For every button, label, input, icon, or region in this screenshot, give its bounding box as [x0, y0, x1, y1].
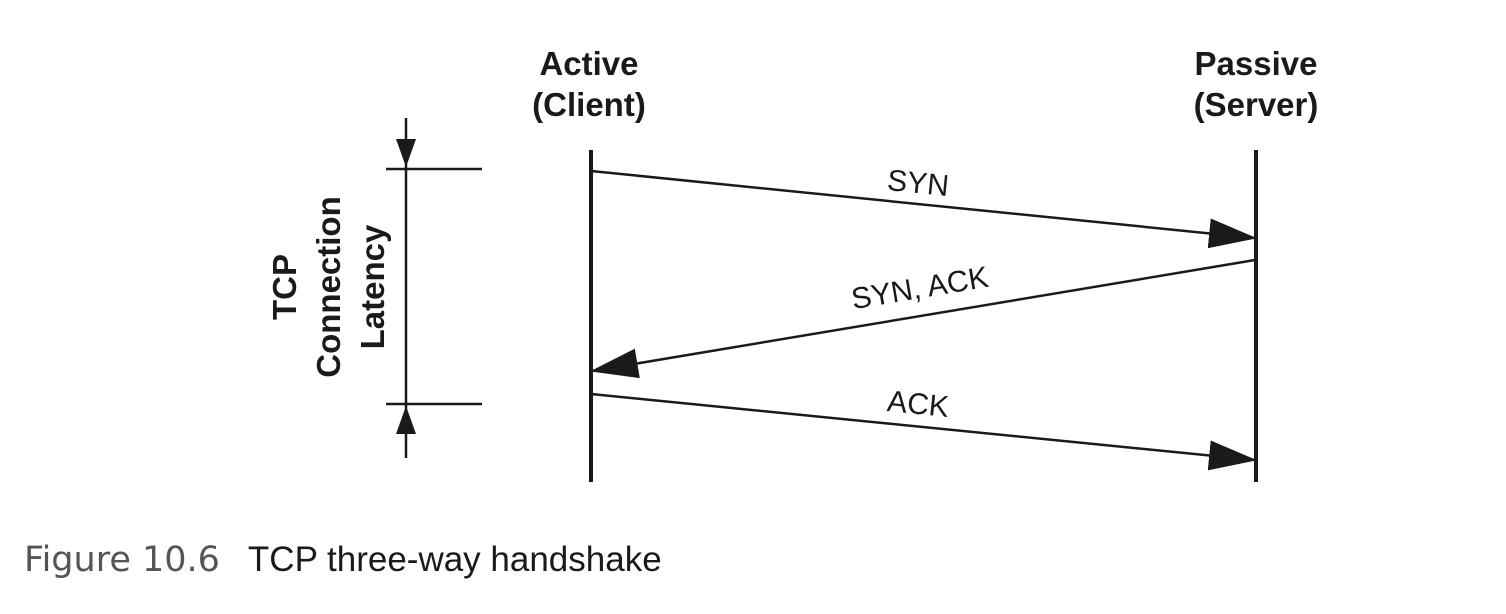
ack-label: ACK [886, 385, 951, 424]
figure-title: TCP three-way handshake [247, 540, 662, 579]
latency-top-arrowhead [396, 139, 416, 167]
syn-label: SYN [886, 164, 951, 203]
latency-bottom-arrowhead [396, 406, 416, 434]
latency-label-line2: Connection [310, 196, 347, 377]
ack-arrow [590, 392, 1257, 471]
figure-number: Figure 10.6 [24, 540, 220, 580]
server-label-line2: (Server) [1194, 86, 1319, 123]
latency-label-line1: TCP [266, 254, 303, 320]
figure-caption: Figure 10.6 TCP three-way handshake [24, 538, 662, 582]
latency-label-line3: Latency [354, 224, 391, 349]
syn-ack-arrow [590, 258, 1256, 379]
client-label-line2: (Client) [532, 86, 646, 123]
client-label-line1: Active [539, 45, 638, 82]
server-label-line1: Passive [1195, 45, 1318, 82]
syn-arrow [590, 169, 1257, 249]
